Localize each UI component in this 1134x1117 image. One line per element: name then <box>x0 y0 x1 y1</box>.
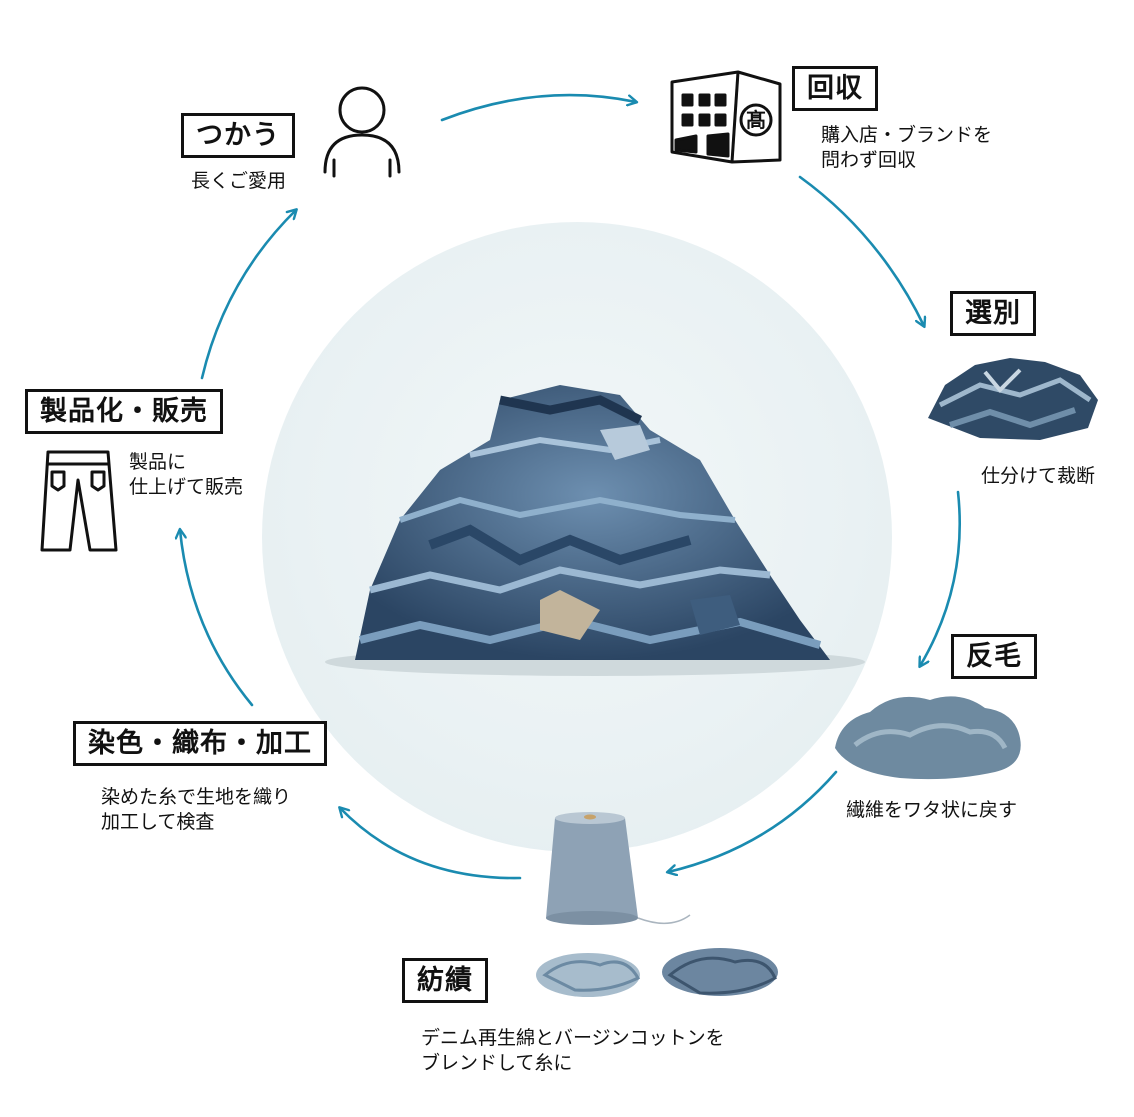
yarn-cone-icon <box>546 812 691 925</box>
arrow-use-to-collect <box>440 93 636 122</box>
label-dye: 染色・織布・加工 <box>73 721 327 766</box>
desc-use-line1: 長くご愛用 <box>191 170 287 192</box>
arrow-spin-to-dye <box>340 808 522 880</box>
label-product: 製品化・販売 <box>25 389 223 434</box>
desc-spin-line2: ブレンドして糸に <box>421 1052 573 1074</box>
cotton-yarn-nest-icon <box>536 948 778 997</box>
label-collect: 回収 <box>792 66 878 111</box>
desc-fiber-line1: 繊維をワタ状に戻す <box>846 799 1018 821</box>
label-sort: 選別 <box>950 291 1036 336</box>
store-building-icon <box>670 70 782 164</box>
arrow-collect-to-sort <box>798 175 924 326</box>
arrow-sort-to-fiber <box>920 490 961 666</box>
arrow-fiber-to-spin <box>668 770 838 872</box>
desc-product-line2: 仕上げて販売 <box>129 476 244 498</box>
desc-product-line1: 製品に <box>129 451 187 473</box>
desc-collect-line2: 問わず回収 <box>821 149 917 171</box>
desc-spin-line1: デニム再生綿とバージンコットンを <box>421 1027 725 1049</box>
label-fiber: 反毛 <box>951 634 1037 679</box>
jeans-icon <box>40 450 118 552</box>
arrow-product-to-use <box>200 210 296 380</box>
denim-scraps-icon <box>928 358 1098 440</box>
person-icon <box>323 86 401 178</box>
desc-dye-line2: 加工して検査 <box>101 811 215 833</box>
cotton-fiber-icon <box>835 696 1021 780</box>
arrow-dye-to-product <box>180 530 254 707</box>
denim-pile-image <box>325 385 865 676</box>
label-use: つかう <box>181 113 295 158</box>
desc-sort-line1: 仕分けて裁断 <box>981 465 1096 487</box>
desc-collect-line1: 購入店・ブランドを <box>821 124 993 146</box>
store-logo: 髙 <box>746 108 766 132</box>
label-spin: 紡績 <box>402 958 488 1003</box>
desc-dye-line1: 染めた糸で生地を織り <box>101 786 292 808</box>
